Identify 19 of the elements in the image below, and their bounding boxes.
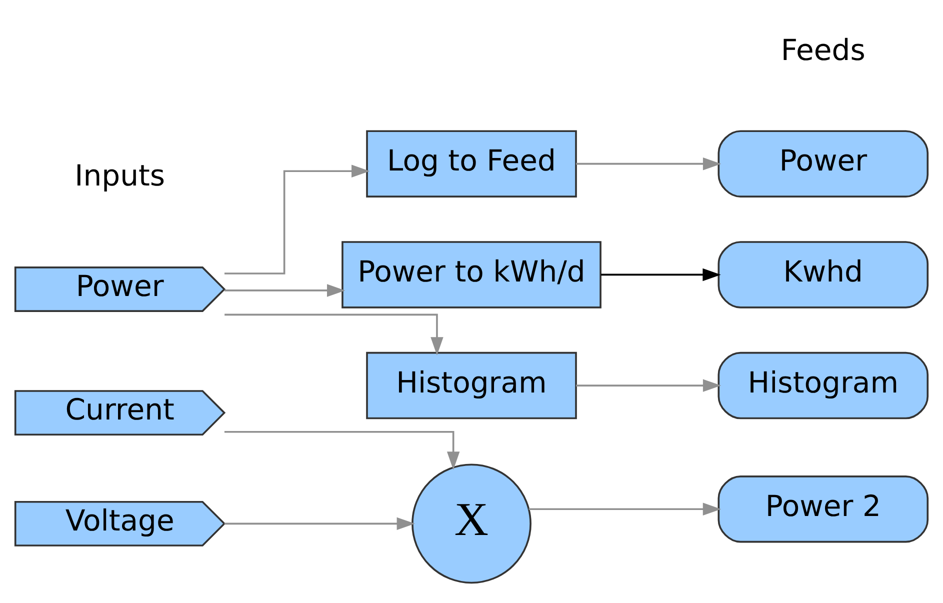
node-box: Power to kWh/d <box>342 241 602 308</box>
label: Inputs <box>74 158 166 192</box>
arrow <box>600 268 721 282</box>
arrow <box>224 430 460 470</box>
node-box: Power 2 <box>718 476 929 543</box>
node-box: Kwhd <box>718 241 929 308</box>
arrow <box>224 314 444 356</box>
arrow <box>224 517 415 530</box>
arrow <box>224 284 346 297</box>
label: Feeds <box>780 32 866 67</box>
node-box: Histogram <box>718 352 929 420</box>
arrow <box>528 502 722 516</box>
arrow <box>576 157 722 170</box>
node-circle: X <box>412 464 532 584</box>
arrow <box>224 164 370 274</box>
node-box: Histogram <box>366 352 577 420</box>
arrow <box>576 379 722 392</box>
node-box: Log to Feed <box>366 130 577 198</box>
node-box: Power <box>718 130 929 198</box>
